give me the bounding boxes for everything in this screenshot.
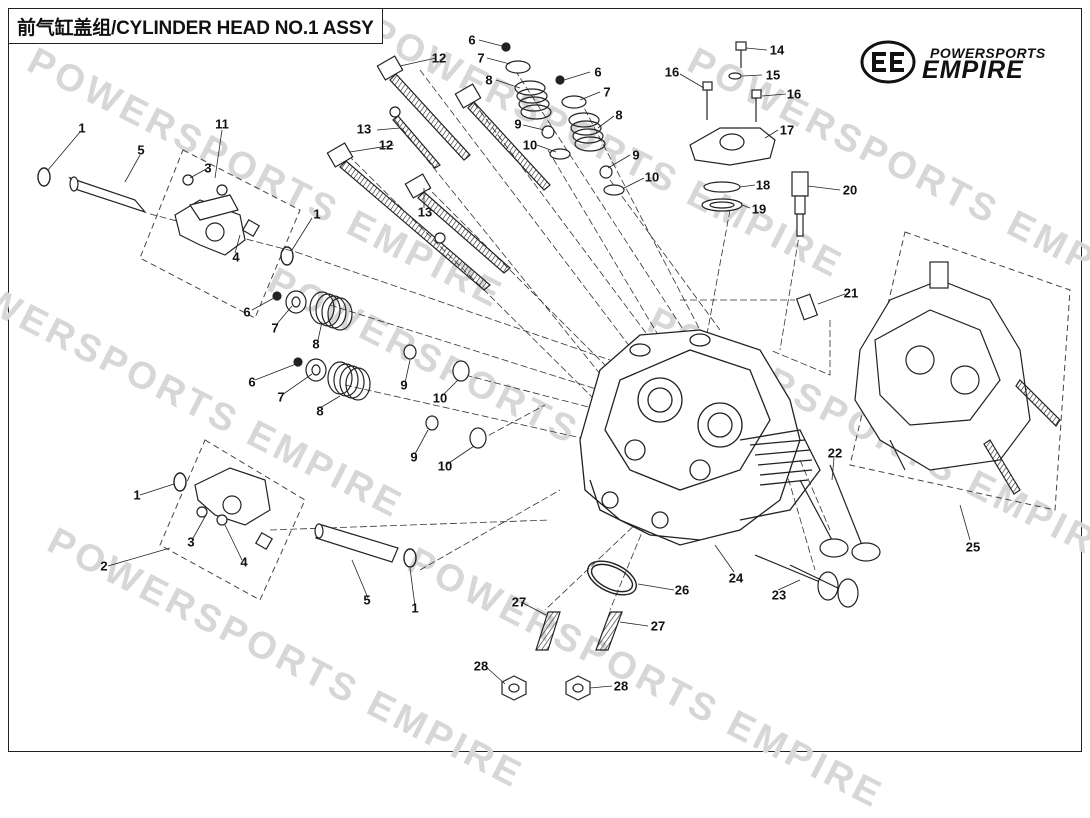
callout-6: 6 — [594, 64, 602, 80]
callout-16: 16 — [664, 64, 680, 80]
o-ring-1 — [37, 167, 417, 568]
callout-6: 6 — [248, 374, 256, 390]
brand-logo: POWERSPORTS EMPIRE — [860, 40, 1060, 88]
callout-10: 10 — [437, 458, 453, 474]
logo-emblem-icon — [860, 40, 916, 84]
callout-7: 7 — [271, 320, 279, 336]
callout-3: 3 — [187, 534, 195, 550]
studs-27 — [535, 611, 623, 651]
callout-1: 1 — [133, 487, 141, 503]
cylinder-head-assembly-25 — [854, 261, 1061, 495]
callout-9: 9 — [410, 449, 418, 465]
callout-4: 4 — [240, 554, 248, 570]
callout-25: 25 — [965, 539, 981, 555]
callout-3: 3 — [204, 160, 212, 176]
temperature-sensor-20 — [791, 171, 809, 237]
flange-nuts-28 — [501, 675, 591, 701]
callout-23: 23 — [771, 587, 787, 603]
callout-24: 24 — [728, 570, 744, 586]
callout-8: 8 — [485, 72, 493, 88]
callout-11: 11 — [215, 116, 229, 132]
callout-26: 26 — [674, 582, 690, 598]
callout-21: 21 — [843, 285, 859, 301]
logo-text-powersports: POWERSPORTS — [930, 45, 1046, 61]
valve-spring-set-left — [272, 290, 487, 449]
callout-28: 28 — [613, 678, 629, 694]
callout-20: 20 — [842, 182, 858, 198]
cylinder-head-24 — [579, 329, 821, 546]
callout-5: 5 — [363, 592, 371, 608]
callout-9: 9 — [514, 116, 522, 132]
callout-2: 2 — [100, 558, 108, 574]
callout-6: 6 — [468, 32, 476, 48]
rocker-arm-assembly-11 — [174, 174, 261, 256]
callout-10: 10 — [522, 137, 538, 153]
rocker-arm-assembly-2 — [194, 467, 274, 551]
callout-12: 12 — [378, 137, 394, 153]
pin-5-upper — [68, 176, 147, 214]
callout-17: 17 — [779, 122, 795, 138]
callout-5: 5 — [137, 142, 145, 158]
callout-15: 15 — [765, 67, 781, 83]
leader-lines — [47, 39, 971, 689]
callout-9: 9 — [400, 377, 408, 393]
callout-4: 4 — [232, 249, 240, 265]
callout-16: 16 — [786, 86, 802, 102]
spark-plug-21 — [795, 293, 819, 321]
callout-7: 7 — [477, 50, 485, 66]
callout-8: 8 — [312, 336, 320, 352]
callout-18: 18 — [755, 177, 771, 193]
callout-1: 1 — [78, 120, 86, 136]
head-bolts — [326, 55, 551, 291]
callout-13: 13 — [356, 121, 372, 137]
callout-28: 28 — [473, 658, 489, 674]
callout-1: 1 — [313, 206, 321, 222]
valve-spring-set-top — [501, 42, 625, 196]
callout-7: 7 — [603, 84, 611, 100]
logo-text-empire: EMPIRE — [922, 56, 1024, 84]
callout-8: 8 — [316, 403, 324, 419]
pin-5-lower — [314, 523, 399, 563]
drawing-frame — [8, 8, 1082, 752]
callout-19: 19 — [751, 201, 767, 217]
callout-8: 8 — [615, 107, 623, 123]
intake-valves-22 — [799, 464, 881, 562]
callout-10: 10 — [644, 169, 660, 185]
exhaust-valves-23 — [754, 554, 859, 608]
callout-27: 27 — [511, 594, 527, 610]
callout-27: 27 — [650, 618, 666, 634]
callout-12: 12 — [431, 50, 447, 66]
callout-7: 7 — [277, 389, 285, 405]
o-ring-26 — [587, 560, 637, 596]
diagram-title: 前气缸盖组/CYLINDER HEAD NO.1 ASSY — [8, 8, 383, 44]
callout-9: 9 — [632, 147, 640, 163]
exploded-parts-diagram — [37, 39, 1071, 701]
callout-1: 1 — [411, 600, 419, 616]
callout-6: 6 — [243, 304, 251, 320]
callout-10: 10 — [432, 390, 448, 406]
callout-14: 14 — [769, 42, 785, 58]
callout-13: 13 — [417, 204, 433, 220]
callout-22: 22 — [827, 445, 843, 461]
